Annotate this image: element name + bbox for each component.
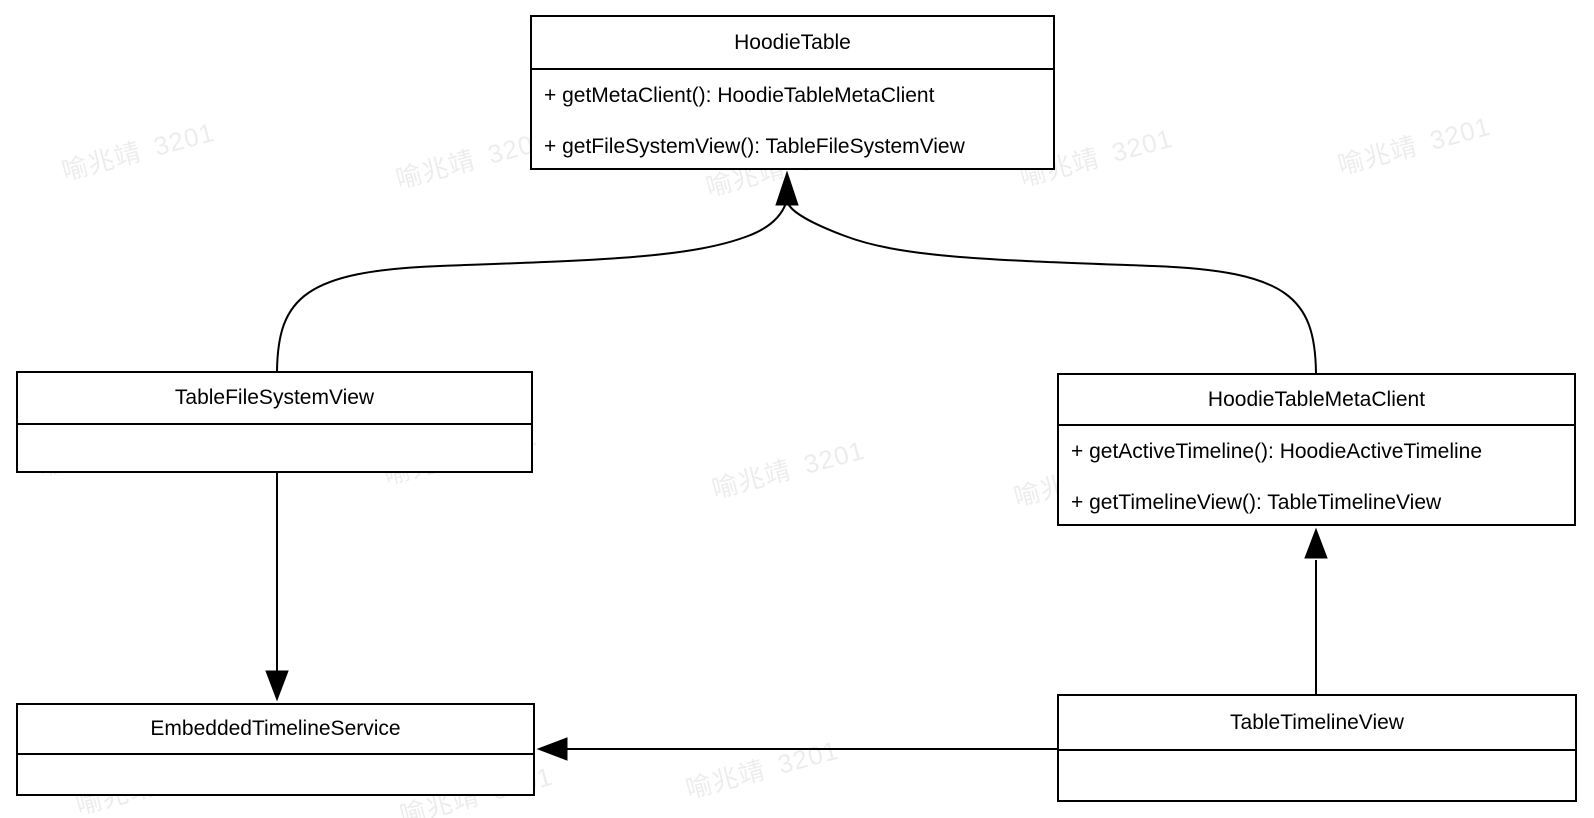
class-method-list: + getActiveTimeline(): HoodieActiveTimel… <box>1059 426 1574 528</box>
class-table-file-system-view: TableFileSystemView <box>16 371 533 473</box>
watermark-text: 喻兆靖 3201 <box>1334 110 1494 181</box>
class-title: TableFileSystemView <box>18 373 531 425</box>
class-method-list: + getMetaClient(): HoodieTableMetaClient… <box>532 70 1053 172</box>
class-title: TableTimelineView <box>1059 696 1575 751</box>
arrow-hoodietablemetaclient-to-hoodietable <box>787 202 1317 374</box>
arrow-tablefilesystemview-to-hoodietable <box>276 202 787 372</box>
arrowhead-down-embeddedtimelineservice <box>265 670 289 702</box>
arrowhead-up-hoodietablemetaclient <box>1304 527 1328 559</box>
arrowhead-left-embeddedtimelineservice <box>536 737 568 761</box>
method-get-file-system-view: + getFileSystemView(): TableFileSystemVi… <box>544 134 965 158</box>
watermark-text: 喻兆靖 3201 <box>708 434 868 505</box>
method-get-timeline-view: + getTimelineView(): TableTimelineView <box>1071 490 1442 514</box>
class-title: EmbeddedTimelineService <box>18 705 533 755</box>
watermark-text: 喻兆靖 3201 <box>392 124 552 195</box>
class-hoodie-table: HoodieTable + getMetaClient(): HoodieTab… <box>530 15 1055 170</box>
class-title: HoodieTableMetaClient <box>1059 375 1574 426</box>
method-get-active-timeline: + getActiveTimeline(): HoodieActiveTimel… <box>1071 439 1483 463</box>
arrowhead-up-hoodietable <box>775 170 799 206</box>
watermark-text: 喻兆靖 3201 <box>58 116 218 187</box>
class-table-timeline-view: TableTimelineView <box>1057 694 1577 802</box>
class-embedded-timeline-service: EmbeddedTimelineService <box>16 703 535 796</box>
class-hoodie-table-meta-client: HoodieTableMetaClient + getActiveTimelin… <box>1057 373 1576 526</box>
watermark-text: 喻兆靖 3201 <box>682 734 842 805</box>
class-title: HoodieTable <box>532 17 1053 70</box>
method-get-meta-client: + getMetaClient(): HoodieTableMetaClient <box>544 83 935 107</box>
